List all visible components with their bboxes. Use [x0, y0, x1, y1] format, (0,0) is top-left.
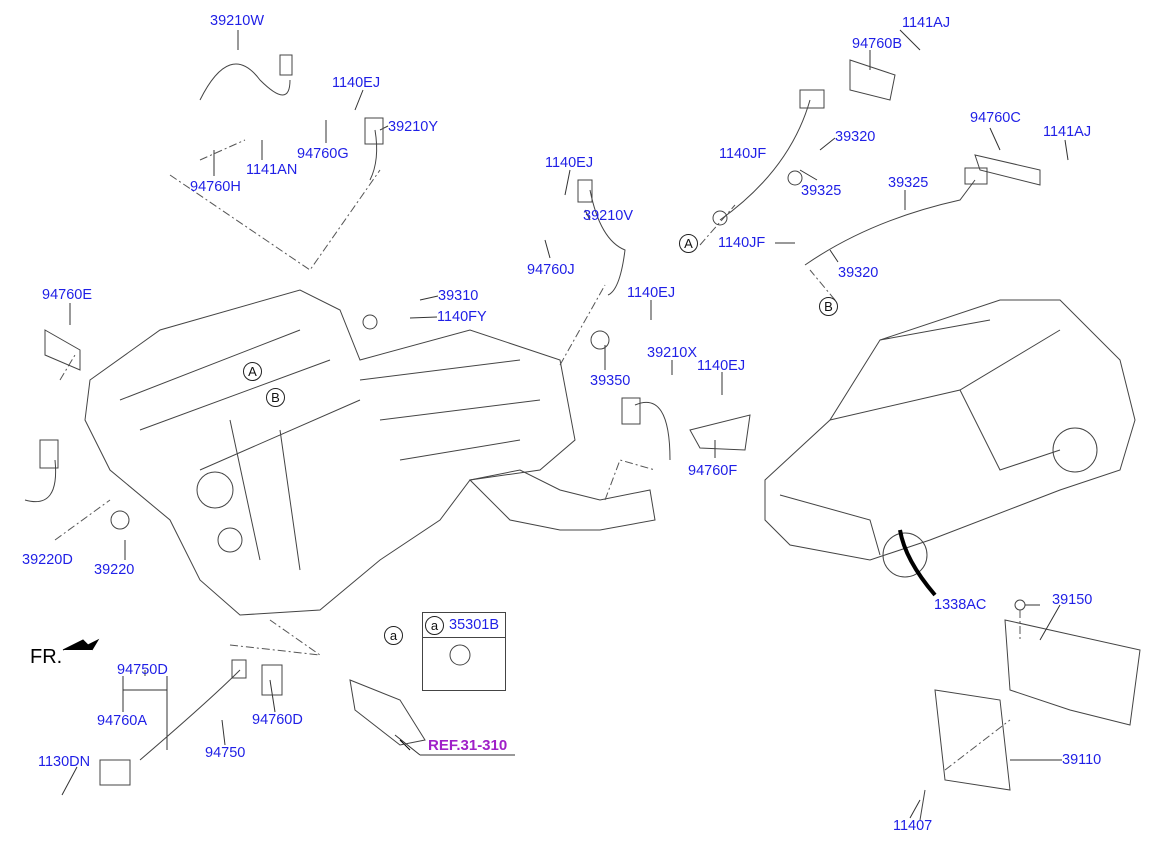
- part-label-1140EJ[interactable]: 1140EJ: [697, 358, 746, 374]
- part-label-94760H[interactable]: 94760H: [190, 179, 241, 195]
- legend-marker: a: [425, 616, 444, 635]
- vehicle-illustration: [764, 299, 1136, 597]
- part-label-1140JF[interactable]: 1140JF: [718, 235, 766, 251]
- part-label-1141AJ[interactable]: 1141AJ: [902, 15, 951, 31]
- part-label-1140JF[interactable]: 1140JF: [719, 146, 767, 162]
- part-label-39220[interactable]: 39220: [94, 562, 135, 578]
- part-label-39210Y[interactable]: 39210Y: [388, 119, 438, 135]
- part-label-39220D[interactable]: 39220D: [22, 552, 73, 568]
- part-label-39210V[interactable]: 39210V: [583, 208, 633, 224]
- legend-part-label[interactable]: 35301B: [449, 617, 499, 633]
- legend-box: a 35301B: [422, 612, 506, 691]
- part-label-1140EJ[interactable]: 1140EJ: [545, 155, 594, 171]
- part-label-1338AC[interactable]: 1338AC: [934, 597, 987, 613]
- part-label-94760E[interactable]: 94760E: [42, 287, 92, 303]
- label-leaders: [61, 29, 1069, 819]
- part-label-1140FY[interactable]: 1140FY: [437, 309, 487, 325]
- part-label-39320[interactable]: 39320: [835, 129, 876, 145]
- part-label-94760C[interactable]: 94760C: [970, 110, 1021, 126]
- ref-arrow-icon: [399, 739, 411, 751]
- part-label-39150[interactable]: 39150: [1052, 592, 1093, 608]
- callout-a-circle: A: [679, 234, 698, 253]
- callout-b-circle: B: [266, 388, 285, 407]
- part-label-39350[interactable]: 39350: [590, 373, 631, 389]
- part-label-94760F[interactable]: 94760F: [688, 463, 738, 479]
- callout-b-circle: B: [819, 297, 838, 316]
- part-label-39320[interactable]: 39320: [838, 265, 879, 281]
- part-label-1141AN[interactable]: 1141AN: [246, 162, 298, 178]
- part-label-39325[interactable]: 39325: [888, 175, 929, 191]
- callout-a-circle: A: [243, 362, 262, 381]
- part-label-1141AJ[interactable]: 1141AJ: [1043, 124, 1092, 140]
- part-label-1140EJ[interactable]: 1140EJ: [627, 285, 676, 301]
- part-label-11407[interactable]: 11407: [893, 818, 933, 834]
- ecu-illustration: [919, 599, 1141, 821]
- part-label-94750D[interactable]: 94750D: [117, 662, 168, 678]
- part-label-39325[interactable]: 39325: [801, 183, 842, 199]
- sensor-illustrations: [24, 54, 1041, 786]
- part-label-94760B[interactable]: 94760B: [852, 36, 902, 52]
- part-label-94760G[interactable]: 94760G: [297, 146, 349, 162]
- part-label-39210W[interactable]: 39210W: [210, 13, 265, 29]
- front-direction-label: FR.: [30, 646, 63, 668]
- front-arrow-icon: [62, 638, 100, 651]
- part-label-1140EJ[interactable]: 1140EJ: [332, 75, 381, 91]
- callout-a-marker: a: [384, 626, 403, 645]
- engine-illustration: [84, 289, 656, 616]
- part-label-94760A[interactable]: 94760A: [97, 713, 147, 729]
- part-label-94750[interactable]: 94750: [205, 745, 246, 761]
- part-label-39310[interactable]: 39310: [438, 288, 479, 304]
- part-label-39210X[interactable]: 39210X: [647, 345, 697, 361]
- part-label-94760D[interactable]: 94760D: [252, 712, 303, 728]
- part-label-39110[interactable]: 39110: [1062, 752, 1102, 768]
- part-label-94760J[interactable]: 94760J: [527, 262, 575, 278]
- leader-lines: [54, 139, 1021, 771]
- reference-link[interactable]: REF.31-310: [428, 737, 508, 754]
- part-label-1130DN[interactable]: 1130DN: [38, 754, 91, 770]
